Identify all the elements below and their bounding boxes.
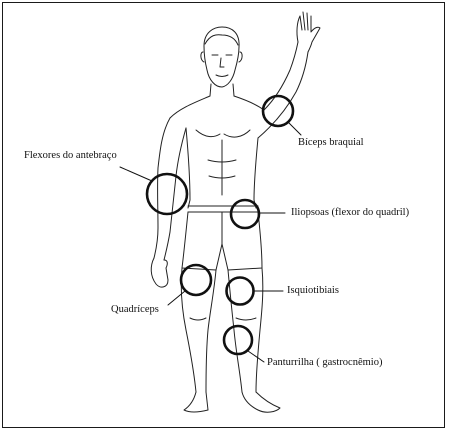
forearm-leader [120,167,152,181]
biceps-leader [288,122,301,135]
calf-leader [248,351,264,362]
iliopsoas-marker [231,200,259,228]
label-calf: Panturrilha ( gastrocnêmio) [267,358,382,369]
head [201,27,242,87]
hamstrings-marker [227,278,254,305]
quadriceps-marker [181,265,211,295]
legs [181,268,280,412]
forearm-flexors-marker [147,174,187,214]
label-biceps: Bíceps braquial [298,138,364,149]
leader-lines [120,122,301,362]
label-iliopsoas: Iliopsoas (flexor do quadril) [291,208,409,219]
label-forearm-flexors: Flexores do antebraço [24,151,117,162]
calf-marker [224,326,252,354]
muscle-markers [147,96,293,354]
torso [151,12,320,287]
label-quadriceps: Quadríceps [111,305,159,316]
shorts [182,206,262,270]
biceps-marker [263,96,293,126]
label-hamstrings: Isquiotibiais [287,286,339,297]
